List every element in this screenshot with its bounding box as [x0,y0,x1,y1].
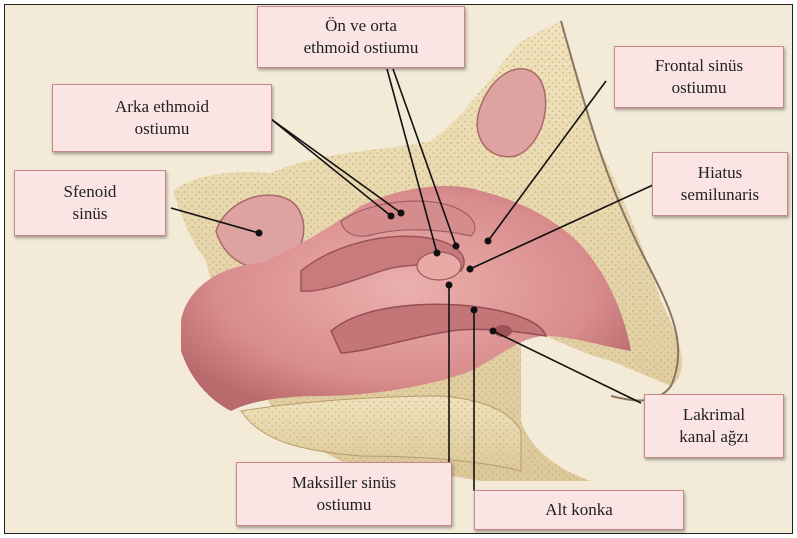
label-maksiller-line1: Maksiller sinüs [292,472,396,494]
label-on-orta-line2: ethmoid ostiumu [304,37,419,59]
label-on-orta-line1: Ön ve orta [325,15,397,37]
leader-sfenoid [171,208,259,233]
label-arka-line1: Arka ethmoid [115,96,209,118]
label-frontal-sinus: Frontal sinüs ostiumu [614,46,784,108]
label-maksiller-line2: ostiumu [317,494,372,516]
leader-dot [446,282,453,289]
leader-dot [434,250,441,257]
leader-on-orta-1 [387,69,437,253]
leader-dot [256,230,263,237]
label-alt-konka-line1: Alt konka [545,499,613,521]
label-hiatus-line2: semilunaris [681,184,759,206]
label-sfenoid-line2: sinüs [73,203,108,225]
label-lakrimal-line2: kanal ağzı [679,426,748,448]
leader-dot [471,307,478,314]
leader-on-orta-2 [393,69,456,246]
label-hiatus-line1: Hiatus [698,162,742,184]
label-frontal-line2: ostiumu [672,77,727,99]
leader-dot [398,210,405,217]
label-lakrimal-kanal: Lakrimal kanal ağzı [644,394,784,458]
label-alt-konka: Alt konka [474,490,684,530]
leader-arka-2 [271,119,401,213]
leader-dot [388,213,395,220]
leader-dot [467,266,474,273]
label-sfenoid-sinus: Sfenoid sinüs [14,170,166,236]
label-hiatus-semilunaris: Hiatus semilunaris [652,152,788,216]
leader-dot [490,328,497,335]
leader-dot [485,238,492,245]
leader-arka-1 [271,119,391,216]
leader-lakrimal [493,331,641,403]
leader-dot [453,243,460,250]
label-sfenoid-line1: Sfenoid [64,181,117,203]
label-on-orta-ethmoid: Ön ve orta ethmoid ostiumu [257,6,465,68]
label-frontal-line1: Frontal sinüs [655,55,743,77]
label-arka-ethmoid: Arka ethmoid ostiumu [52,84,272,152]
label-maksiller-sinus: Maksiller sinüs ostiumu [236,462,452,526]
label-lakrimal-line1: Lakrimal [683,404,745,426]
label-arka-line2: ostiumu [135,118,190,140]
leader-frontal [488,81,606,241]
